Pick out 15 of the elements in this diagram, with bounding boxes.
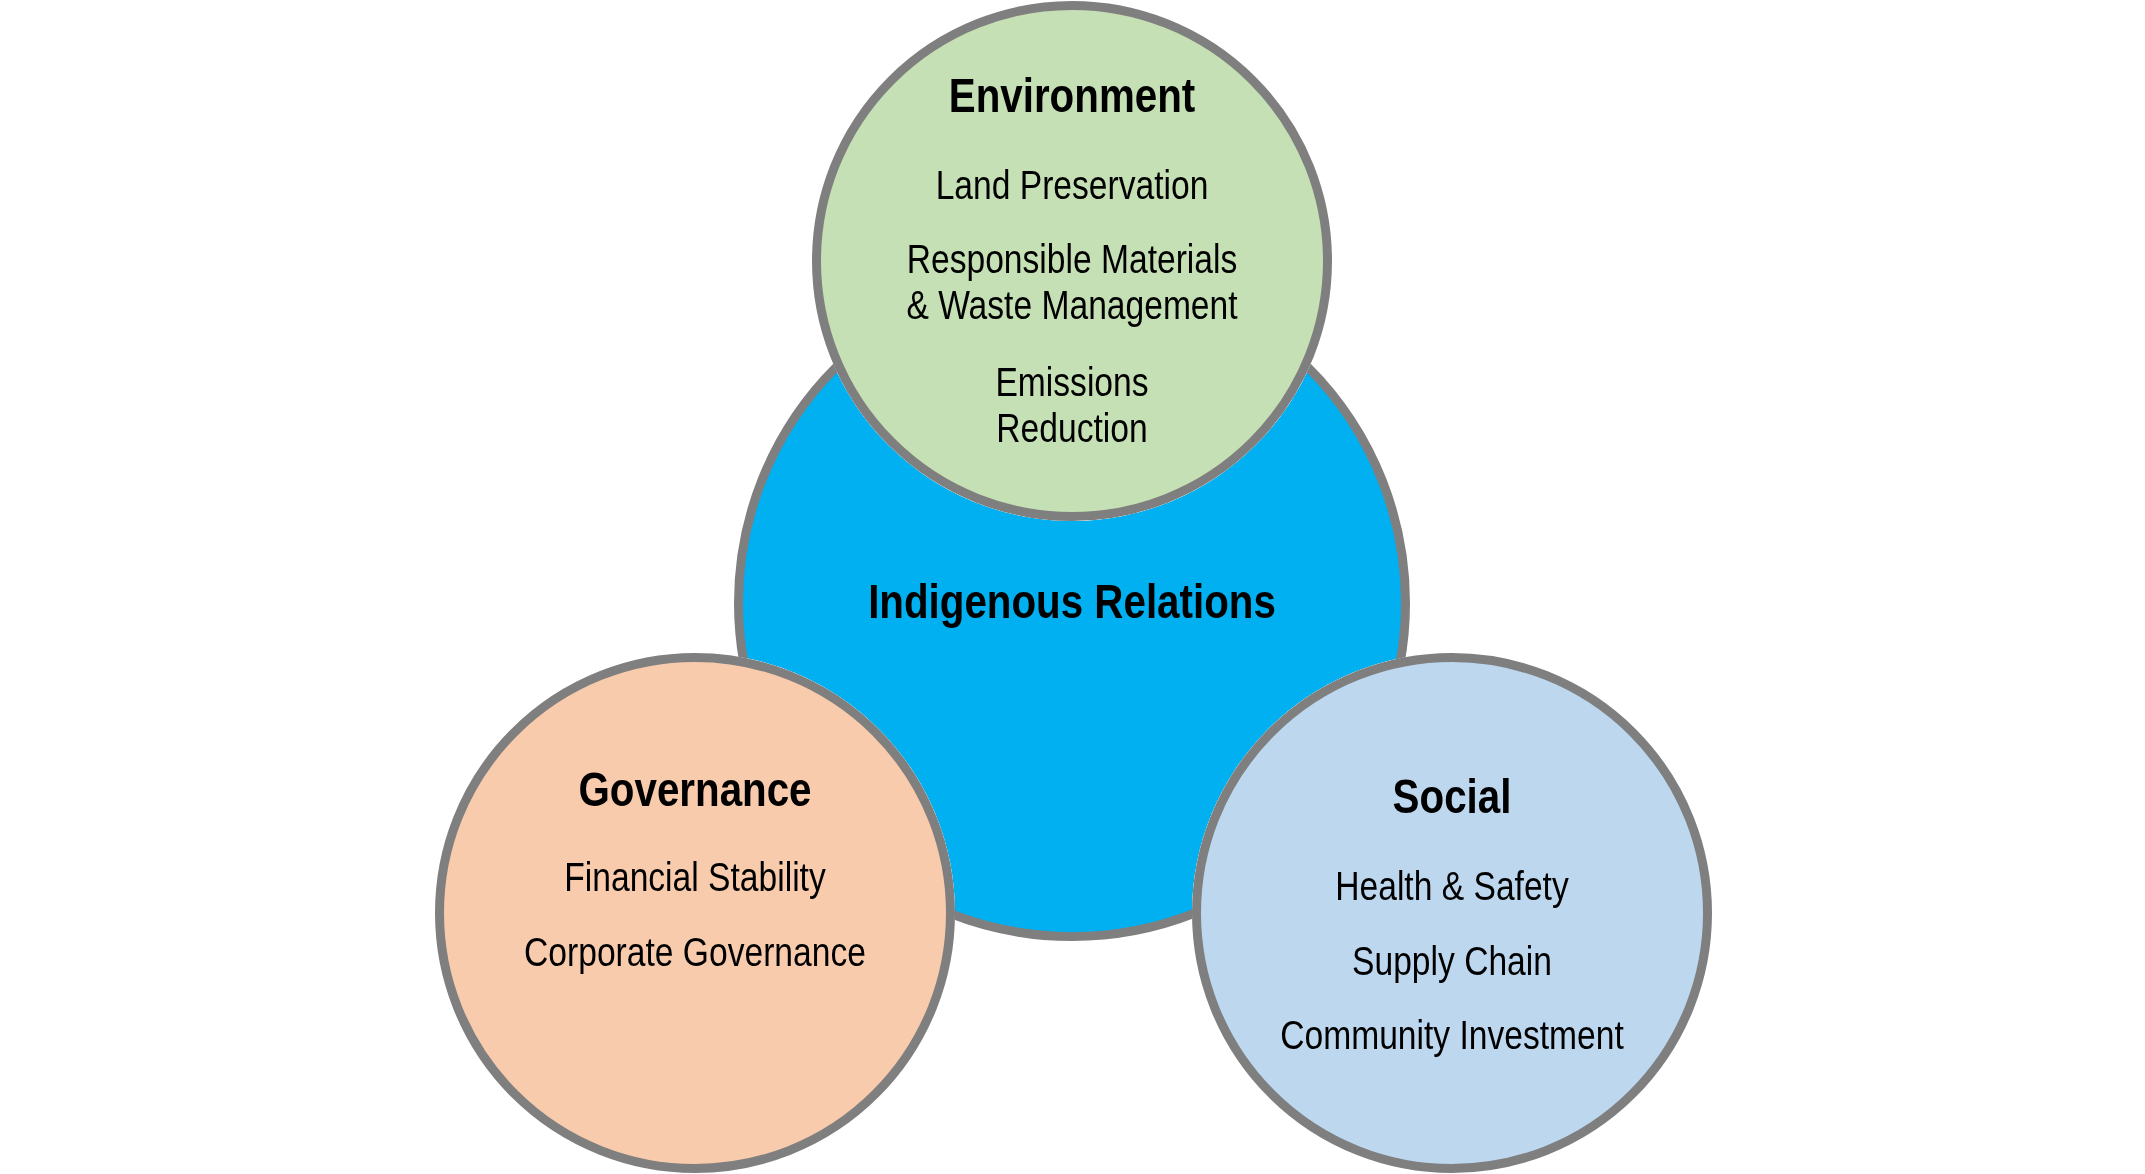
category-heading: Governance <box>578 762 812 818</box>
category-circle <box>435 653 955 1173</box>
topic-label: Land Preservation <box>935 162 1209 208</box>
category-circle <box>812 1 1332 521</box>
topic-label: Responsible Materials & Waste Management <box>905 236 1239 328</box>
category-heading: Environment <box>948 68 1196 124</box>
topic-label: Corporate Governance <box>524 929 866 975</box>
topic-label: Health & Safety <box>1335 863 1569 909</box>
center-heading: Indigenous Relations <box>868 574 1276 630</box>
category-circle <box>1192 653 1712 1173</box>
topic-label: Emissions Reduction <box>994 359 1150 451</box>
topic-label: Financial Stability <box>564 854 826 900</box>
topic-label: Community Investment <box>1280 1012 1624 1058</box>
category-heading: Social <box>1392 769 1512 825</box>
topic-label: Supply Chain <box>1352 938 1552 984</box>
